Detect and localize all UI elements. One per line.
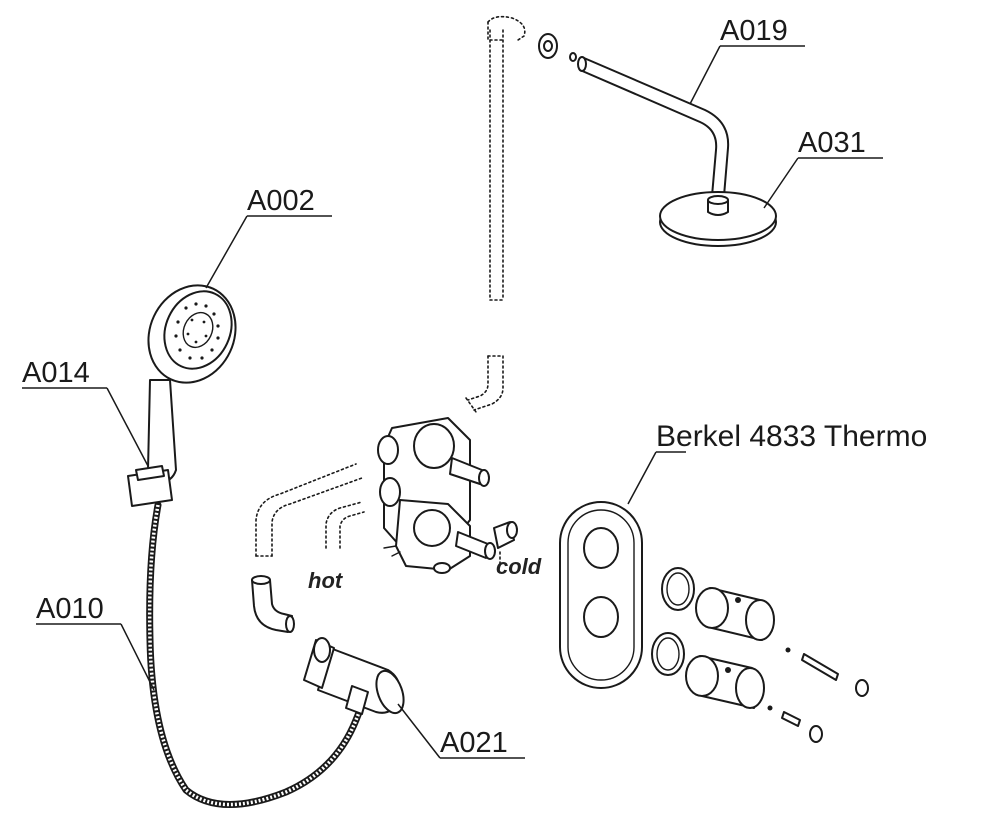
upper-elbow	[465, 355, 504, 413]
spray-nozzle-dots	[174, 302, 220, 360]
shower-arm	[577, 56, 730, 197]
left-inlet-bend	[251, 575, 295, 633]
hand-shower-holder	[127, 465, 173, 507]
label-a019: A019	[720, 15, 788, 47]
hot-supply-pipes	[255, 463, 365, 557]
thermostatic-valve-body	[377, 417, 496, 574]
label-model: Berkel 4833 Thermo	[656, 420, 927, 453]
cold-connector	[493, 521, 518, 567]
riser-rail	[487, 15, 526, 301]
arm-wall-flange	[538, 33, 577, 62]
shower-hose	[146, 501, 372, 808]
fixing-screws	[767, 647, 869, 743]
hand-shower	[147, 284, 237, 483]
label-a031: A031	[798, 127, 866, 159]
upper-handle	[695, 587, 775, 641]
seal-rings	[651, 567, 695, 676]
label-a010: A010	[36, 593, 104, 625]
label-cold: cold	[496, 554, 542, 579]
label-hot: hot	[308, 568, 344, 593]
lower-handle	[685, 655, 765, 709]
label-a002: A002	[247, 185, 315, 217]
wall-outlet-connector	[303, 637, 405, 715]
leader-lines	[22, 45, 883, 759]
label-a021: A021	[440, 727, 508, 759]
label-a014: A014	[22, 357, 90, 389]
cover-plate	[559, 501, 643, 689]
rain-shower-head	[659, 191, 777, 247]
